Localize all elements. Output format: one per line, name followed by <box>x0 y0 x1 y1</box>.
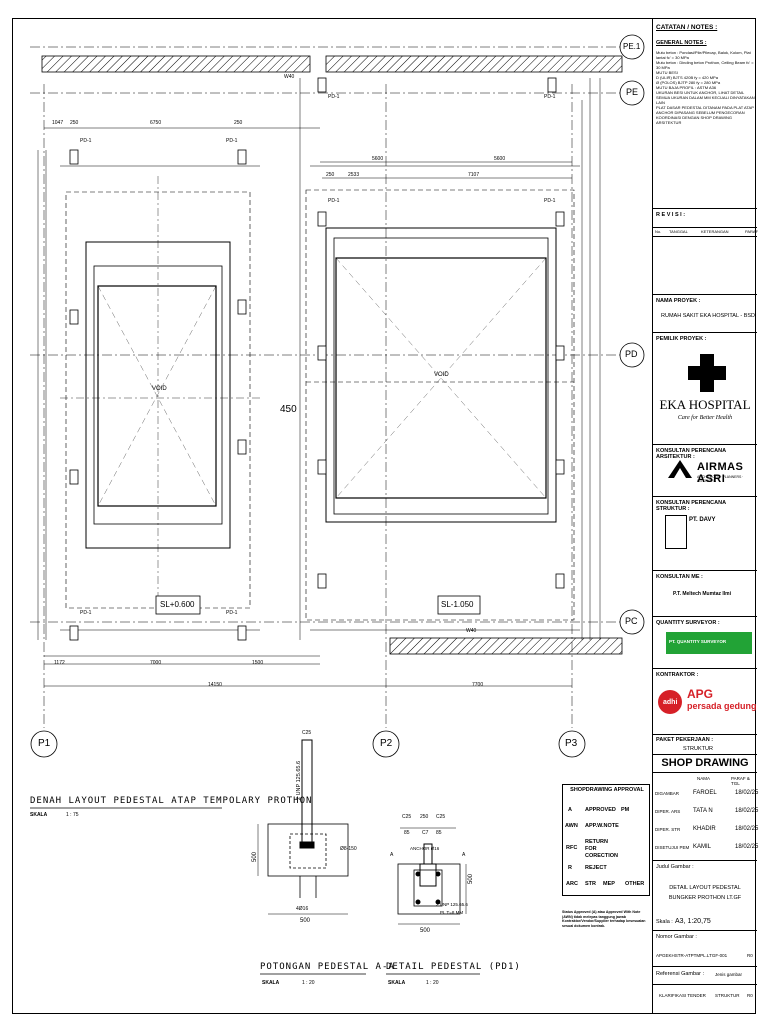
sl-label-right: SL-1.050 <box>441 600 474 609</box>
sl-label-left: SL+0.600 <box>160 600 195 609</box>
wall-hatch-top-right <box>325 55 623 73</box>
signoff-table: NAMA PARAF & TGL DIGAMBAR FAROEL 18/02/2… <box>653 772 758 860</box>
me-logo-text: P.T. Meltech Mumtaz Ilmi <box>673 591 731 597</box>
paket-section: PAKET PEKERJAAN : STRUKTUR <box>653 734 757 754</box>
grid-pe: PE <box>626 87 639 97</box>
grid-p2: P2 <box>380 738 393 749</box>
grid-p3: P3 <box>565 738 578 749</box>
bunker-right-wall <box>325 227 557 523</box>
void-label-right: VOID <box>434 372 449 378</box>
approval-box: SHOPDRAWING APPROVAL PM A APPROVED AWN A… <box>562 784 650 896</box>
sheet-type-section: SHOP DRAWING <box>653 754 757 772</box>
wall-hatch-bottom <box>389 637 623 655</box>
struct-logo-box <box>665 515 687 549</box>
project-name-section: NAMA PROYEK : RUMAH SAKIT EKA HOSPITAL -… <box>653 294 757 332</box>
struct-logo-text: PT. DAVY <box>689 517 716 523</box>
adhi-logo-text: adhi <box>663 699 678 706</box>
adhi-logo-circle <box>658 690 682 714</box>
me-consultant-section: KONSULTAN ME : P.T. Meltech Mumtaz Ilmi <box>653 570 757 616</box>
grid-pe1: PE.1 <box>623 42 641 51</box>
general-notes-title: GENERAL NOTES : <box>656 40 707 46</box>
eka-cross-logo <box>688 354 726 392</box>
sheet-frame <box>12 18 756 1014</box>
contractor-section: KONTRAKTOR : adhi APG persada gedung <box>653 668 757 734</box>
apg-logo-text: APG <box>687 687 714 701</box>
bunker-right-outer-dash <box>305 189 575 621</box>
section-title: POTONGAN PEDESTAL A-A <box>260 962 395 972</box>
title-block: CATATAN / NOTES : GENERAL NOTES : Mutu b… <box>652 18 758 1014</box>
approval-note: Status Approved (A) atau Approved With N… <box>562 910 646 928</box>
owner-section: PEMILIK PROYEK : EKA HOSPITAL Care for B… <box>653 332 757 444</box>
qs-section: QUANTITY SURVEYOR : PT. QUANTITY SURVEYO… <box>653 616 757 668</box>
grid-p1: P1 <box>38 738 51 749</box>
approval-title: SHOPDRAWING APPROVAL <box>570 787 644 793</box>
grid-pc: PC <box>625 616 638 626</box>
bunker-right-void <box>335 257 547 499</box>
mid-dim-label: 450 <box>280 404 297 415</box>
paket-value: STRUKTUR <box>683 746 713 752</box>
void-label-left: VOID <box>152 386 167 392</box>
owner-logo-text: EKA HOSPITAL <box>659 397 751 412</box>
klarifikasi-section: KLARIFIKASI TENDER STRUKTUR R0 <box>653 984 757 1014</box>
bunker-left-void <box>97 285 217 507</box>
notes-lines: Mutu beton : Pondasi/Pile/Pilecap, Balok… <box>656 50 755 125</box>
grid-pd: PD <box>625 349 638 359</box>
judul-line-1: DETAIL LAYOUT PEDESTAL <box>669 885 741 891</box>
revisi-header: No. TANGGAL KETERANGAN PARAF <box>653 227 758 237</box>
arch-logo-text: AIRMAS ASRI <box>697 461 744 485</box>
nomor-section: Nomor Gambar : APGEKHSTR-ATPTMPL.LTGF-00… <box>653 930 757 966</box>
airmas-logo-mark <box>668 460 692 478</box>
qs-logo-text: PT. QUANTITY SURVEYOR <box>669 639 727 644</box>
plan-title: DENAH LAYOUT PEDESTAL ATAP TEMPOLARY PRO… <box>30 796 313 806</box>
sheet-type: SHOP DRAWING <box>661 757 749 769</box>
arch-consultant-section: KONSULTAN PERENCANA ARSITEKTUR : AIRMAS … <box>653 444 757 496</box>
project-name: RUMAH SAKIT EKA HOSPITAL - BSD <box>661 313 756 319</box>
revisi-section: R E V I S I : No. TANGGAL KETERANGAN PAR… <box>653 208 758 294</box>
struct-consultant-section: KONSULTAN PERENCANA STRUKTUR : PT. DAVY <box>653 496 757 570</box>
nomor-value: APGEKHSTR-ATPTMPL.LTGF-001 <box>656 953 728 958</box>
qs-logo-bar <box>666 632 752 654</box>
bunker-right-inner <box>333 237 549 515</box>
judul-line-2: BUNGKER PROTHON LT.GF <box>668 895 742 901</box>
revisi-title: R E V I S I : <box>656 212 686 218</box>
owner-tagline: Care for Better Health <box>677 415 733 421</box>
detail-title: DETAIL PEDESTAL (PD1) <box>386 962 521 972</box>
persada-logo-text: persada gedung <box>687 701 757 711</box>
wall-hatch-top-left <box>41 55 311 73</box>
referensi-section: Referensi Gambar : Jenis gambar <box>653 966 757 984</box>
judul-section: Judul Gambar : DETAIL LAYOUT PEDESTAL BU… <box>653 860 757 930</box>
skala-value: A3, 1:20,75 <box>675 918 711 925</box>
notes-title: CATATAN / NOTES : <box>656 24 718 31</box>
